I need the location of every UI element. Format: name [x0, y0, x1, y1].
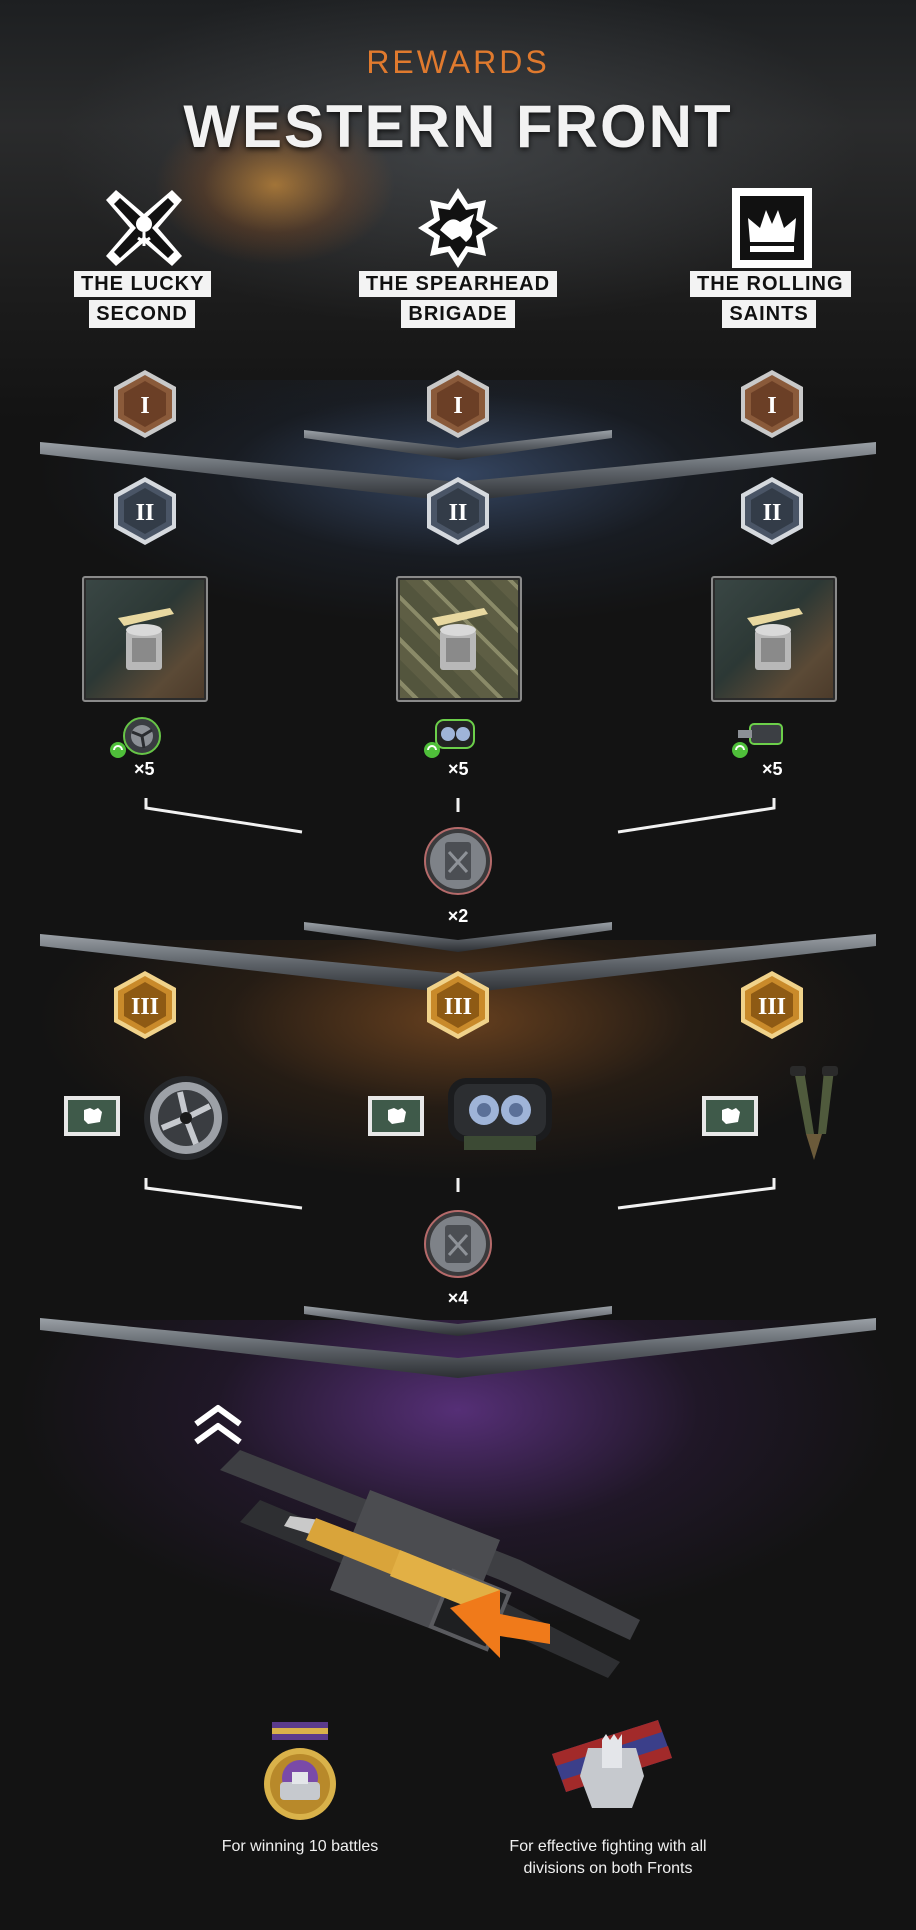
equipment-reward-ventilation: ×5	[108, 714, 164, 780]
rewards-label: REWARDS	[366, 44, 550, 80]
equipment-quantity: ×5	[762, 759, 783, 779]
improved-gun-rammer-icon	[220, 1450, 640, 1678]
fuel-quantity: ×2	[447, 906, 469, 926]
tier3-badge: III	[427, 971, 489, 1039]
fuel-quantity: ×4	[447, 1288, 469, 1308]
camouflage-tile	[82, 576, 208, 702]
tier3-badge: III	[741, 971, 803, 1039]
paint-bucket-icon	[432, 608, 488, 670]
ventilation-icon	[144, 1076, 228, 1160]
svg-text:III: III	[758, 994, 786, 1020]
camouflage-tile	[711, 576, 837, 702]
division-name-line1: THE LUCKY	[74, 271, 212, 297]
stamp-icon	[64, 1096, 120, 1136]
tier2-badge: II	[741, 477, 803, 545]
paint-bucket-icon	[118, 608, 174, 670]
svg-text:I: I	[140, 393, 149, 419]
double-chevron-up-icon	[194, 1405, 242, 1445]
division-name-line2: SECOND	[89, 300, 195, 328]
thistle-cross-icon	[106, 190, 182, 266]
svg-text:I: I	[767, 393, 776, 419]
division-name-spearhead-brigade: THE SPEARHEAD BRIGADE	[354, 271, 562, 328]
medal-effective-fighting	[552, 1720, 672, 1808]
fuel-canister-icon	[424, 1210, 492, 1278]
connector-lines-1	[0, 796, 916, 836]
paint-bucket-icon	[747, 608, 803, 670]
tier2-badge: II	[114, 477, 176, 545]
svg-text:III: III	[444, 994, 472, 1020]
equipment-reward-rammer: ×5	[730, 714, 786, 780]
page-title: WESTERN FRONT	[183, 93, 733, 160]
stamp-icon	[702, 1096, 758, 1136]
division-name-lucky-second: THE LUCKY SECOND	[74, 271, 212, 328]
crown-icon	[732, 188, 812, 268]
division-name-line1: THE SPEARHEAD	[358, 271, 558, 297]
binoculars-periscope-icon	[790, 1066, 838, 1160]
gun-rammer-icon	[732, 723, 783, 758]
equipment-quantity: ×5	[134, 759, 155, 779]
division-name-line2: BRIGADE	[401, 300, 515, 328]
tier2-badge: II	[427, 477, 489, 545]
connector-lines-2	[0, 1176, 916, 1216]
division-spearhead-brigade	[416, 186, 500, 275]
division-rolling-saints	[730, 186, 814, 275]
equipment-quantity: ×5	[448, 759, 469, 779]
tier1-badge: I	[427, 370, 489, 438]
medal-caption: For effective fighting with all division…	[448, 1836, 768, 1880]
medal-caption-line1: For effective fighting with all	[509, 1838, 707, 1855]
separator-chevron-3	[0, 1296, 916, 1386]
division-name-line2: SAINTS	[722, 300, 816, 328]
ventilation-icon	[110, 717, 161, 758]
svg-text:I: I	[453, 393, 462, 419]
medal-caption-line2: divisions on both Fronts	[523, 1860, 693, 1877]
svg-text:II: II	[136, 500, 155, 526]
svg-text:III: III	[131, 994, 159, 1020]
tier3-badge: III	[114, 971, 176, 1039]
svg-text:II: II	[449, 500, 468, 526]
equipment-reward-optics: ×5	[422, 714, 478, 780]
tier1-badge: I	[741, 370, 803, 438]
coated-optics-icon	[448, 1078, 552, 1150]
division-name-rolling-saints: THE ROLLING SAINTS	[690, 271, 851, 328]
fuel-canister-icon	[424, 827, 492, 895]
tier1-badge: I	[114, 370, 176, 438]
eagle-star-icon	[418, 188, 498, 268]
division-name-line1: THE ROLLING	[690, 271, 851, 297]
medal-caption: For winning 10 battles	[221, 1838, 379, 1855]
division-lucky-second	[102, 186, 186, 275]
medal-winning-battles	[264, 1722, 336, 1820]
camouflage-tile	[396, 576, 522, 702]
svg-text:II: II	[763, 500, 782, 526]
coated-optics-icon	[424, 719, 475, 758]
stamp-icon	[368, 1096, 424, 1136]
